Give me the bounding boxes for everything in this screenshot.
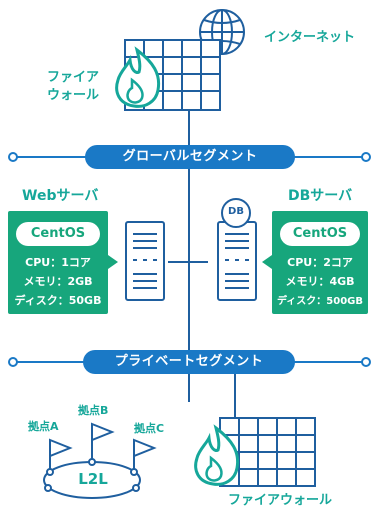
top-firewall-label-line2: ウォール [47,88,100,103]
bottom-flame-icon [194,424,240,486]
db-server-rack-icon [217,221,257,301]
web-os-label: CentOS [16,222,100,246]
top-firewall-label-line1: ファイア [47,70,100,85]
internet-label: インターネット [264,30,356,45]
site-b-label: 拠点B [78,404,109,417]
db-memory-spec: メモリ：4GB [285,275,355,288]
web-server-spec-card: CentOS CPU：1コア メモリ：2GB ディスク：50GB [8,211,108,314]
bottom-firewall-label: ファイアウォール [228,493,333,508]
global-segment-left-node [8,152,18,162]
global-segment-label: グローバルセグメント [85,145,295,169]
private-segment-right-node [361,357,371,367]
private-segment-left-node [8,357,18,367]
flame-icon [115,46,161,108]
site-a-label: 拠点A [28,420,59,433]
l2l-label: L2L [78,470,108,488]
web-card-pointer [108,255,118,269]
web-memory-spec: メモリ：2GB [23,275,93,288]
db-badge-circle [221,198,251,228]
db-cpu-spec: CPU：2コア [287,256,353,269]
db-disk-spec: ディスク：500GB [276,296,363,307]
db-badge-label: DB [228,206,244,217]
db-server-title: DBサーバ [288,188,353,204]
l2l-network-icon [43,422,157,499]
site-c-label: 拠点C [134,422,165,435]
web-disk-spec: ディスク：50GB [14,294,102,307]
web-server-rack-icon [125,221,165,301]
global-segment-right-node [361,152,371,162]
db-card-pointer [262,255,272,269]
web-cpu-spec: CPU：1コア [25,256,91,269]
db-server-spec-card: CentOS CPU：2コア メモリ：4GB ディスク：500GB [272,211,368,314]
db-os-label: CentOS [280,222,360,246]
private-segment-label: プライベートセグメント [83,350,295,374]
web-server-title: Webサーバ [22,188,99,204]
